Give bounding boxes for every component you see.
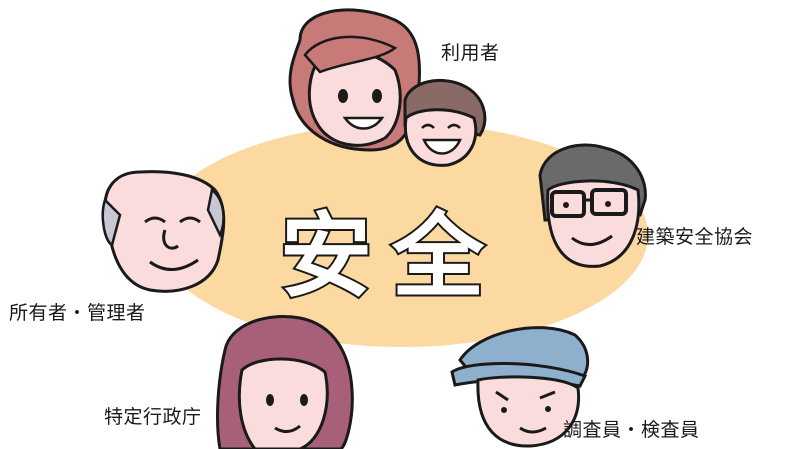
inspector-figure [450, 326, 590, 448]
label-owner: 所有者・管理者 [9, 302, 146, 324]
safety-ellipse [156, 123, 648, 347]
label-association: 建築安全協会 [636, 226, 754, 248]
child-user-figure [403, 78, 487, 167]
label-inspector: 調査員・検査員 [563, 419, 700, 441]
owner-elder-figure [101, 170, 226, 293]
association-man-figure [538, 143, 647, 268]
center-safety-text: 安全 [280, 203, 504, 310]
label-users: 利用者 [441, 42, 500, 64]
mother-user-figure [288, 8, 421, 152]
administration-woman-figure [216, 315, 354, 449]
label-administration: 特定行政庁 [104, 406, 202, 428]
